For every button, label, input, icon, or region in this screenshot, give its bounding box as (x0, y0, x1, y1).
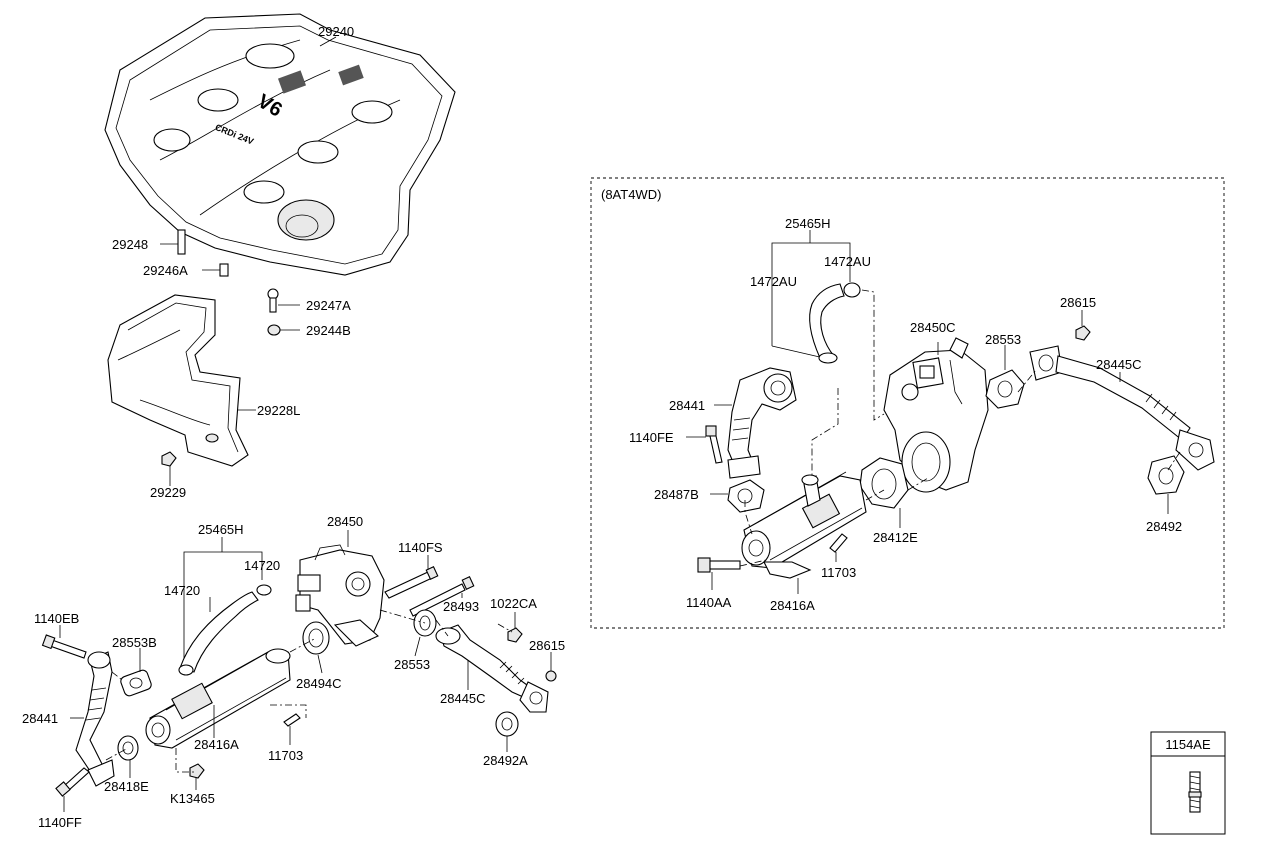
gasket-28553B[interactable]: 28553B (112, 635, 157, 697)
nut-28615-right[interactable]: 28615 (1060, 295, 1096, 341)
nut-28615-left[interactable]: 28615 (529, 638, 565, 682)
egr-pipe-28441-right[interactable]: 28441 (669, 367, 797, 479)
label-29248: 29248 (112, 237, 148, 252)
bolt-29247A[interactable]: 29247A (267, 288, 351, 313)
bolt-29248[interactable]: 29248 (112, 229, 186, 255)
label-29244B: 29244B (306, 323, 351, 338)
label-K13465: K13465 (170, 791, 215, 806)
bolt-28493[interactable]: 28493 (409, 576, 479, 617)
heat-shield-29228L[interactable]: 29228L (107, 294, 300, 467)
gasket-28553-right[interactable]: 28553 (985, 332, 1025, 409)
egr-cooler-28416A-left[interactable]: 28416A (145, 648, 291, 752)
egr-cooler-28416A-right[interactable]: 28416A (741, 471, 867, 613)
option-box-label: (8AT4WD) (601, 187, 661, 202)
label-25465H-right: 25465H (785, 216, 831, 231)
label-28445C-right: 28445C (1096, 357, 1142, 372)
gasket-28553-left[interactable]: 28553 (394, 609, 437, 672)
label-28553B: 28553B (112, 635, 157, 650)
label-28450: 28450 (327, 514, 363, 529)
label-28553-left: 28553 (394, 657, 430, 672)
bolt-11703-left[interactable]: 11703 (268, 713, 303, 763)
bolt-1140FE[interactable]: 1140FE (629, 425, 723, 464)
legend-box-1154AE: 1154AE (1150, 731, 1226, 835)
label-29240: 29240 (318, 24, 354, 39)
label-1140FE: 1140FE (629, 430, 674, 445)
bolt-1140AA[interactable]: 1140AA (686, 557, 741, 610)
label-28615-right: 28615 (1060, 295, 1096, 310)
engine-cover-29240[interactable]: V6 CRDi 24V 29240 (104, 13, 456, 276)
gasket-28492A[interactable]: 28492A (483, 711, 528, 768)
nut-29244B[interactable]: 29244B (267, 323, 351, 338)
label-28487B: 28487B (654, 487, 699, 502)
egr-valve-28450[interactable]: 28450 (295, 514, 385, 647)
gasket-28492[interactable]: 28492 (1146, 455, 1185, 534)
label-11703-left: 11703 (268, 748, 303, 763)
label-28441-right: 28441 (669, 398, 705, 413)
bolt-29229[interactable]: 29229 (150, 451, 186, 500)
label-29247A: 29247A (306, 298, 351, 313)
label-28416A-left: 28416A (194, 737, 239, 752)
option-box-8AT4WD (590, 177, 1225, 629)
egr-pipe-28445C-left[interactable]: 28445C (435, 624, 549, 713)
bolt-1140FF[interactable]: 1140FF (38, 767, 90, 830)
hose-25465H-right[interactable] (809, 282, 861, 364)
label-28418E: 28418E (104, 779, 149, 794)
stud-bolt-icon (1188, 771, 1202, 813)
label-1140EB: 1140EB (34, 611, 79, 626)
gasket-28412E[interactable]: 28412E (859, 457, 918, 545)
bolt-1140FS[interactable]: 1140FS (384, 540, 443, 599)
legend-part-no: 1154AE (1165, 737, 1211, 752)
nut-K13465[interactable]: K13465 (170, 763, 215, 806)
label-25465H-left: 25465H (198, 522, 244, 537)
label-28492A: 28492A (483, 753, 528, 768)
label-28445C-left: 28445C (440, 691, 486, 706)
label-28412E: 28412E (873, 530, 918, 545)
egr-pipe-28441-left[interactable]: 28441 (22, 651, 115, 787)
label-1472AU-b: 1472AU (824, 254, 871, 269)
bolt-1140EB[interactable]: 1140EB (34, 611, 87, 659)
label-28450C: 28450C (910, 320, 956, 335)
bolt-11703-right[interactable]: 11703 (821, 533, 856, 580)
label-1140FF: 1140FF (38, 815, 82, 830)
label-1472AU-a: 1472AU (750, 274, 797, 289)
label-28615-left: 28615 (529, 638, 565, 653)
label-28553-right: 28553 (985, 332, 1021, 347)
egr-pipe-28445C-right[interactable]: 28445C (1029, 345, 1215, 471)
label-11703-right: 11703 (821, 565, 856, 580)
label-28441-left: 28441 (22, 711, 58, 726)
label-14720-a: 14720 (164, 583, 200, 598)
label-14720-b: 14720 (244, 558, 280, 573)
hose-25465H-left[interactable] (178, 584, 272, 676)
nut-1022CA[interactable]: 1022CA (490, 596, 537, 643)
label-28494C: 28494C (296, 676, 342, 691)
label-29229: 29229 (150, 485, 186, 500)
label-1140AA: 1140AA (686, 595, 732, 610)
gasket-28487B[interactable]: 28487B (654, 479, 765, 513)
label-28416A-right: 28416A (770, 598, 815, 613)
egr-valve-28450C[interactable]: 28450C (883, 320, 989, 493)
label-1140FS: 1140FS (398, 540, 443, 555)
label-29228L: 29228L (257, 403, 300, 418)
gasket-28494C[interactable]: 28494C (296, 621, 342, 691)
label-28492: 28492 (1146, 519, 1182, 534)
grommet-29246A[interactable]: 29246A (143, 263, 229, 278)
label-29246A: 29246A (143, 263, 188, 278)
label-28493: 28493 (443, 599, 479, 614)
label-1022CA: 1022CA (490, 596, 537, 611)
